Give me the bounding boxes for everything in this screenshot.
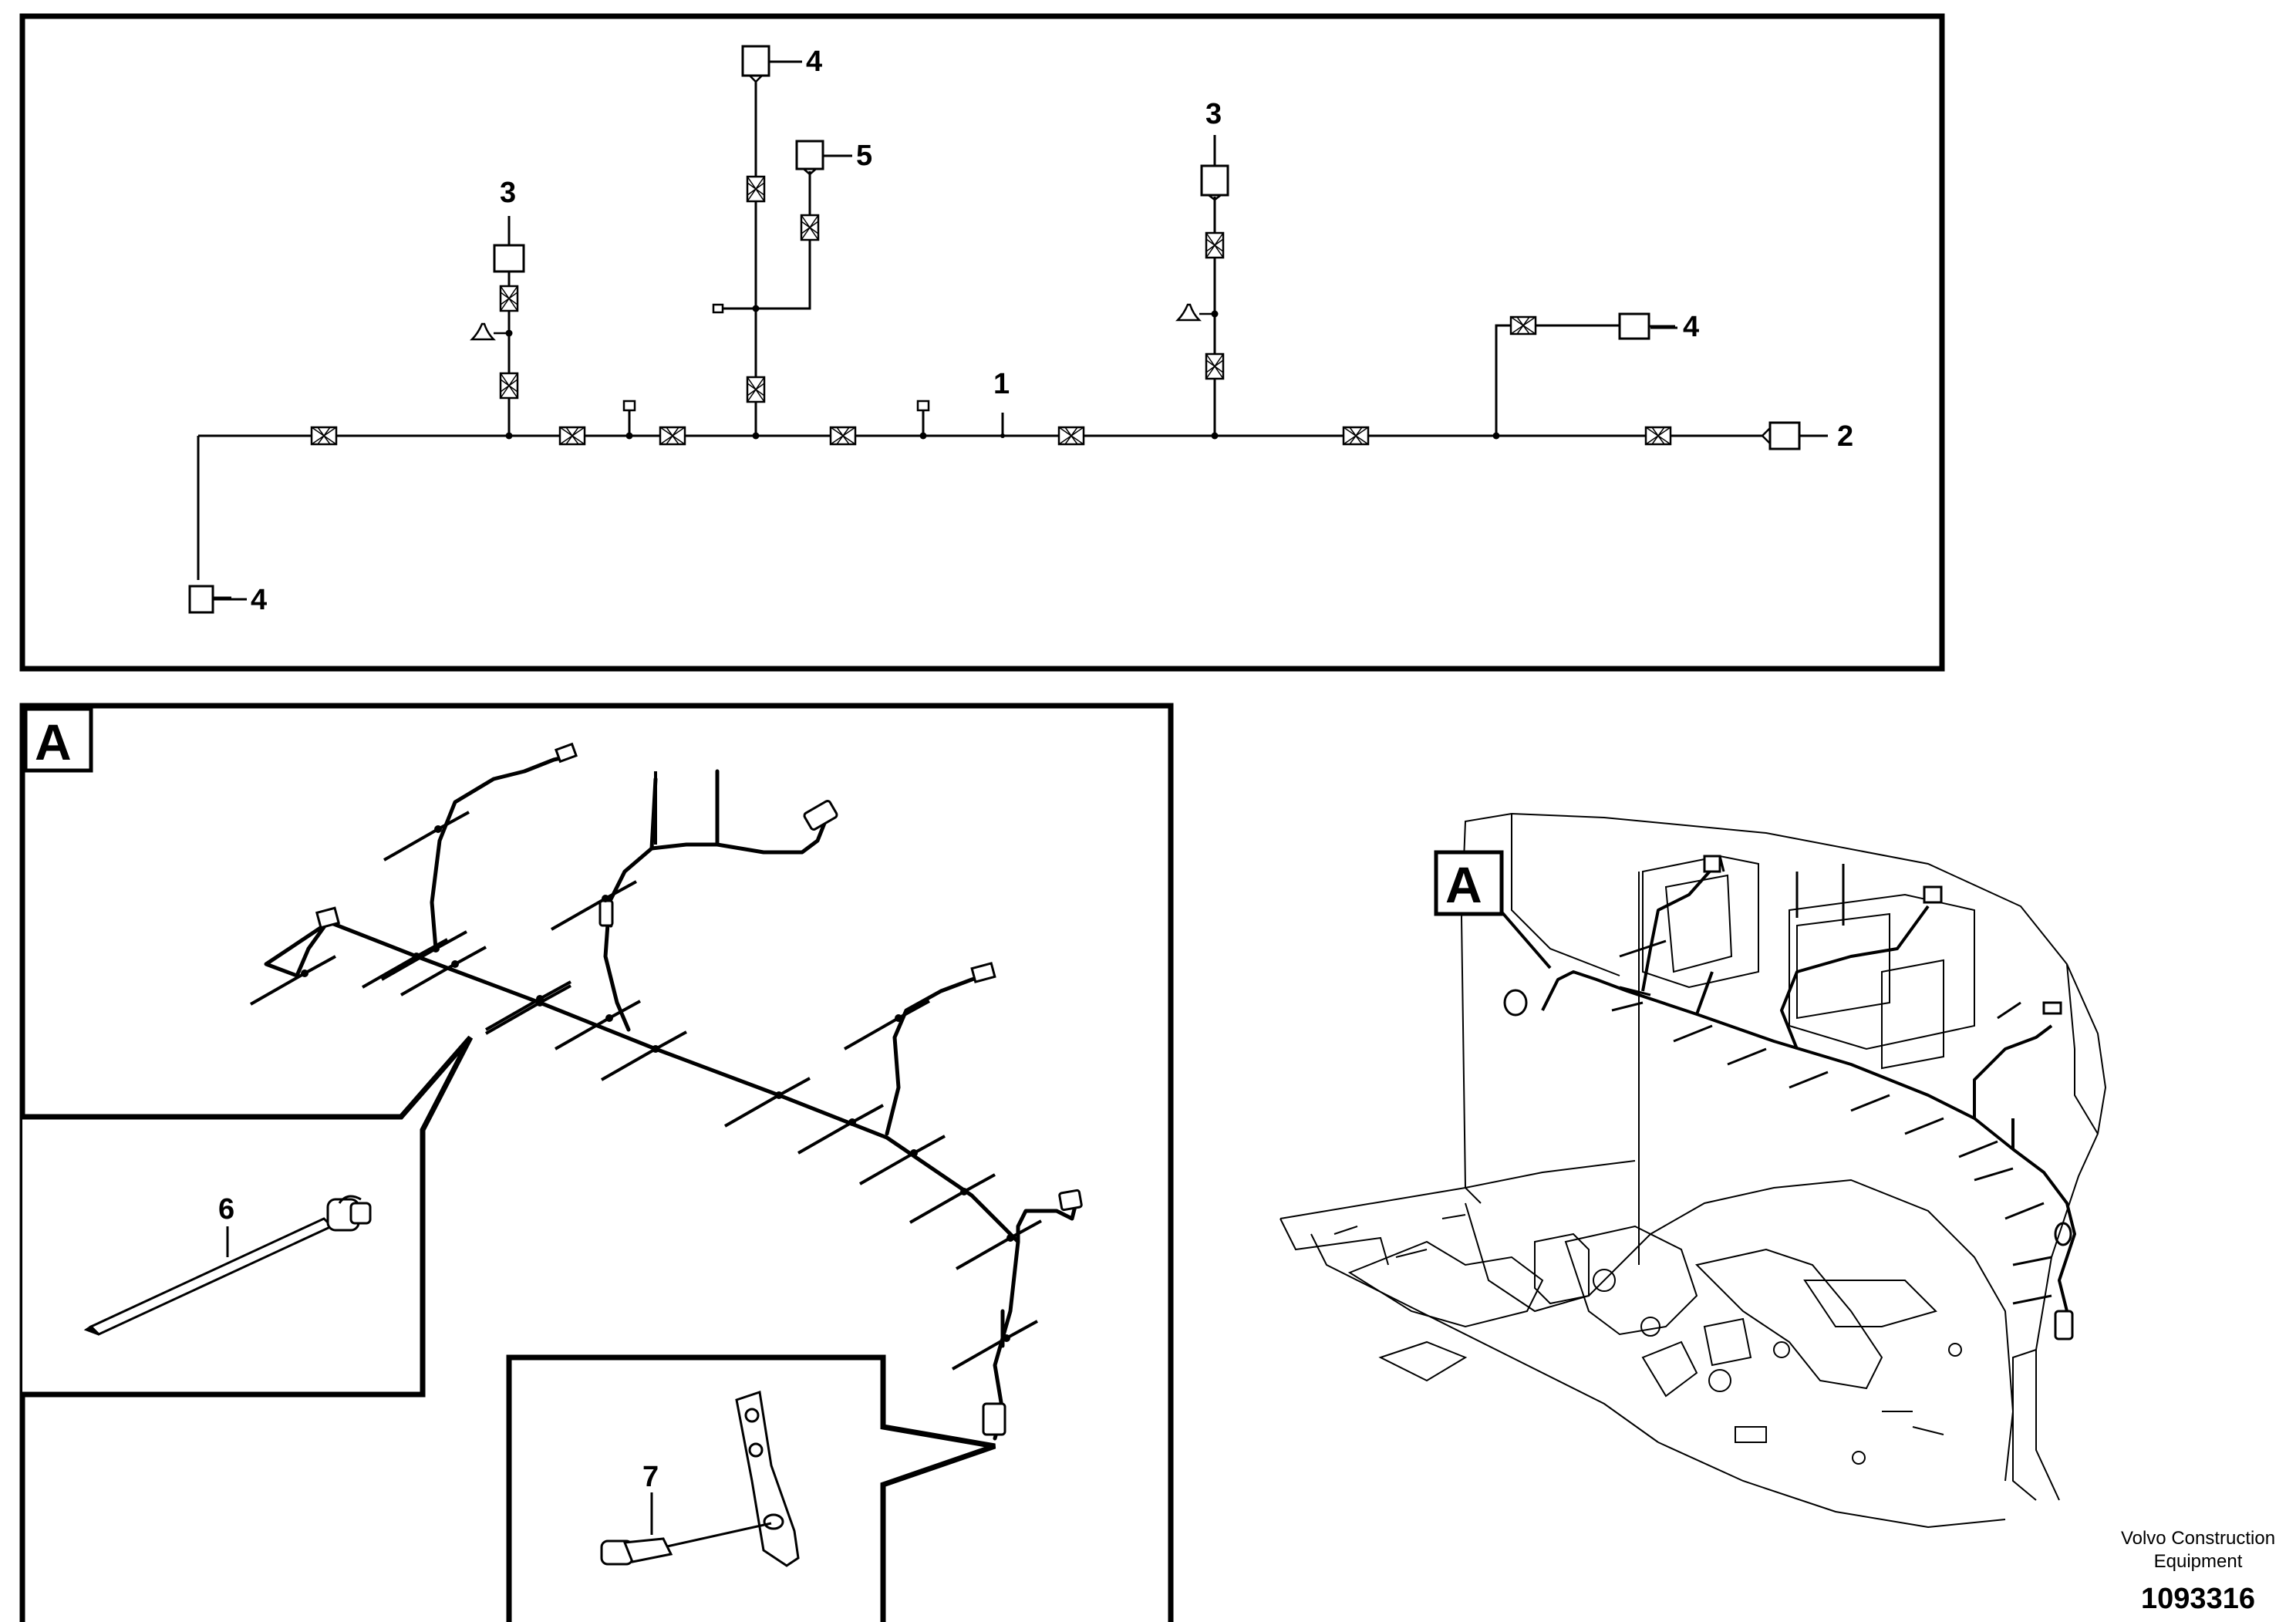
overview-view (1279, 812, 2107, 1529)
footer-company-line2: Equipment (2154, 1551, 2243, 1572)
inset-cable-tie: 6 (22, 1035, 474, 1398)
connector-4-top (741, 45, 770, 83)
connector-5 (795, 140, 824, 176)
callout-1: 1 (993, 368, 1010, 400)
callout-4-bottom-left: 4 (251, 584, 267, 616)
sensor-3-left (493, 244, 525, 273)
inset-bracket-clip: 7 (506, 1354, 996, 1622)
sensor-3-right (1200, 164, 1229, 201)
connector-2-end (1761, 421, 1801, 450)
detail-view-panel: A (19, 703, 1174, 1622)
footer-company-line1: Volvo Construction (2121, 1528, 2275, 1549)
connector-4-bottom-left (188, 585, 214, 614)
connector-4-right (1618, 312, 1650, 340)
drawing-number: 1093316 (2141, 1583, 2255, 1615)
callout-5: 5 (856, 140, 872, 172)
callout-4-top: 4 (806, 46, 822, 78)
callout-3-right: 3 (1205, 98, 1222, 130)
ground-symbol-left (469, 322, 509, 341)
callout-7: 7 (642, 1461, 659, 1493)
ground-symbol-right (1175, 303, 1215, 322)
callout-3-left: 3 (500, 177, 516, 209)
callout-6: 6 (218, 1193, 234, 1226)
view-label-a-overview: A (1445, 856, 1482, 913)
schematic-panel: 4 5 3 3 1 4 2 4 (19, 13, 1945, 672)
callout-4-right: 4 (1683, 311, 1699, 343)
callout-2: 2 (1837, 420, 1853, 453)
view-label-a-detail: A (35, 713, 72, 771)
